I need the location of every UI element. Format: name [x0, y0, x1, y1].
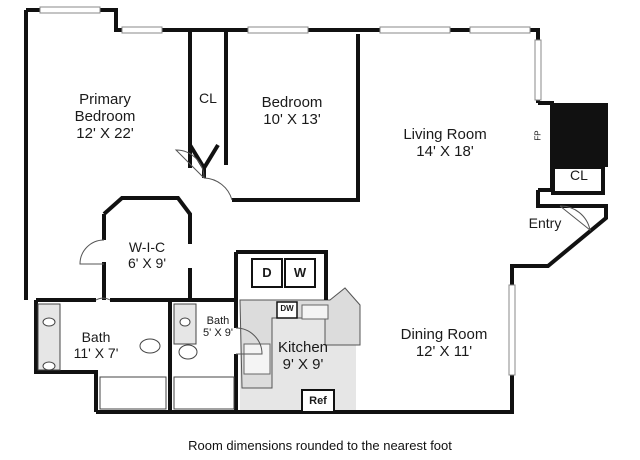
living-room-label: Living Room 14' X 18': [403, 126, 487, 160]
washer-label: W: [293, 265, 307, 280]
fireplace-label: FP: [533, 130, 543, 141]
dishwasher-label: DW: [280, 304, 294, 313]
caption: Room dimensions rounded to the nearest f…: [188, 438, 452, 453]
closet-right-label: CL: [570, 167, 588, 183]
wic-label: W-I-C 6' X 9': [127, 239, 167, 271]
dining-room-label: Dining Room 12' X 11': [400, 326, 488, 360]
kitchen-range: [243, 343, 271, 375]
washer-box: [284, 258, 316, 288]
closet-left-label: CL: [199, 90, 217, 106]
bath-fixtures: [37, 303, 235, 410]
door-swings: [79, 149, 591, 355]
primary-bedroom-label: Primary Bedroom 12' X 22': [74, 91, 136, 142]
bath-main-label: Bath 11' X 7': [73, 329, 119, 361]
refrigerator-label: Ref: [309, 395, 327, 407]
bath-small-label: Bath 5' X 9': [203, 315, 233, 340]
dryer-box: [251, 258, 283, 288]
refrigerator-box: [301, 389, 335, 413]
dishwasher-box: [276, 301, 298, 319]
dryer-label: D: [262, 265, 272, 280]
kitchen-sink: [301, 304, 329, 320]
closet-right: [551, 165, 605, 195]
entry-label: Entry: [528, 215, 562, 231]
bedroom-label: Bedroom 10' X 13': [261, 94, 323, 128]
kitchen-label: Kitchen 9' X 9': [277, 339, 329, 373]
windows: [39, 6, 542, 376]
fireplace-box: [552, 103, 608, 167]
